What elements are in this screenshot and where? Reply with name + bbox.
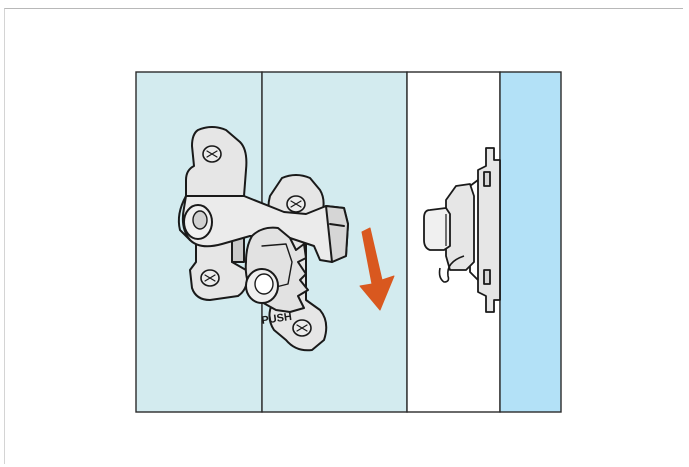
screw-icon (200, 269, 220, 287)
screw-icon (286, 195, 306, 213)
screw-icon (292, 319, 312, 337)
receiver-knob (423, 207, 451, 251)
screw-icon (202, 145, 222, 163)
receiver-hook (438, 255, 465, 283)
down-arrow-icon (359, 227, 395, 311)
latch-assembly (177, 126, 349, 352)
image-frame (4, 8, 683, 464)
wall-panel (499, 71, 562, 413)
receiver-side-view (423, 147, 501, 313)
push-label: PUSH (261, 311, 293, 327)
